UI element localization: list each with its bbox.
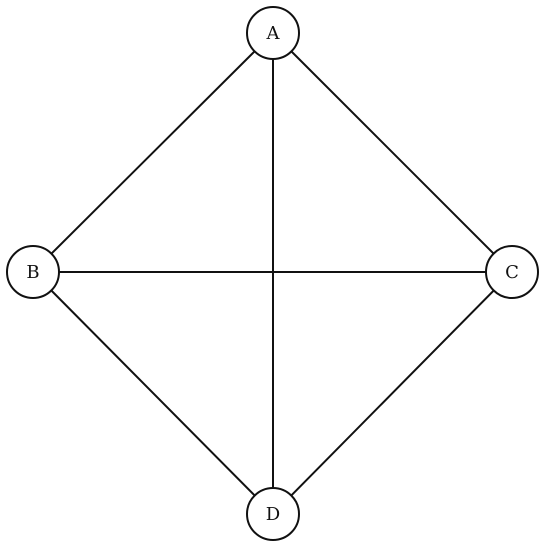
edge-B-D — [32, 271, 274, 515]
node-A-circle — [246, 6, 300, 60]
node-B-label: B — [26, 262, 39, 283]
node-A-label: A — [266, 23, 281, 44]
node-B: B — [6, 245, 60, 299]
node-C-label: C — [505, 262, 519, 283]
node-D-circle — [246, 487, 300, 541]
node-D-label: D — [266, 504, 280, 525]
edges-layer — [32, 32, 513, 515]
nodes-layer: A B C D — [6, 6, 539, 541]
node-C: C — [485, 245, 539, 299]
node-A: A — [246, 6, 300, 60]
node-D: D — [246, 487, 300, 541]
edge-A-B — [32, 32, 274, 273]
edge-C-D — [272, 271, 513, 515]
node-C-circle — [485, 245, 539, 299]
node-B-circle — [6, 245, 60, 299]
edge-A-C — [272, 32, 513, 273]
